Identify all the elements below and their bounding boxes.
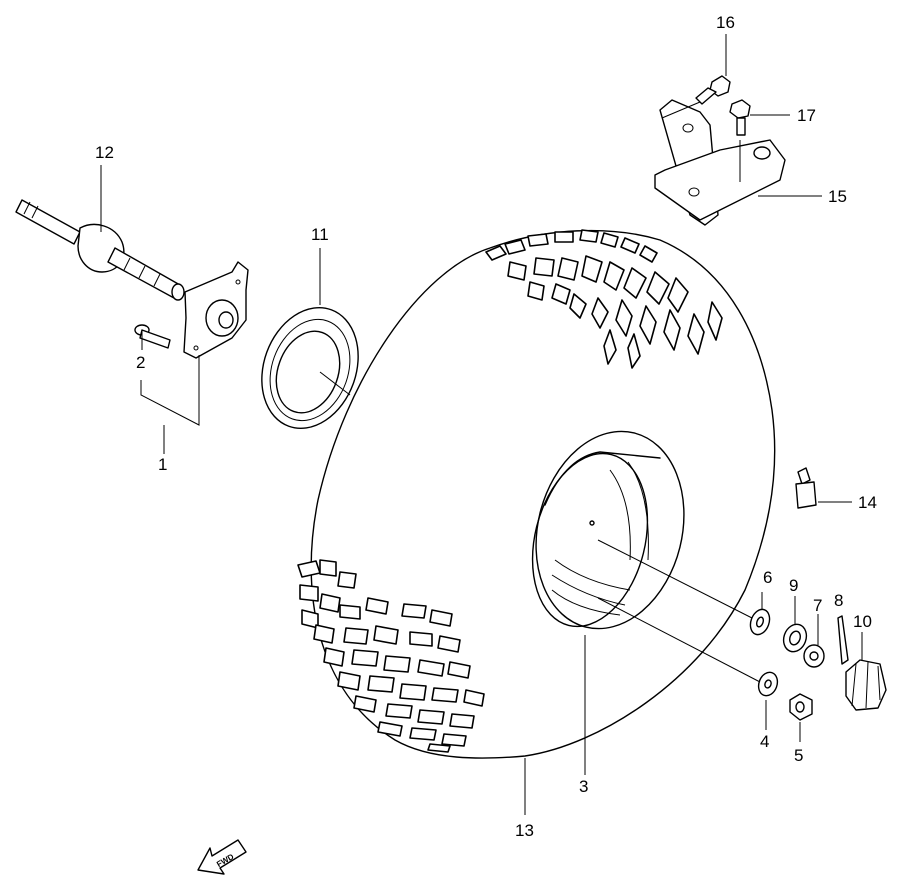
callout-4: 4: [760, 732, 769, 751]
callout-6: 6: [763, 568, 772, 587]
tread-lower: [297, 559, 485, 753]
callout-5: 5: [794, 746, 803, 765]
wheel-rim: [531, 430, 685, 630]
washer-7: [803, 644, 825, 668]
callout-labels: 12 2 1 11 3 13 4 5 6 7 8 9 10 14 15 16 1…: [95, 13, 877, 840]
washer-4: [757, 671, 779, 697]
stud-bolt: [134, 324, 171, 349]
callout-11: 11: [311, 225, 329, 244]
callout-16: 16: [716, 13, 735, 32]
callout-7: 7: [813, 596, 822, 615]
cotter-pin-8: [837, 615, 849, 665]
wheel-hub: [183, 261, 249, 359]
callout-17: 17: [797, 106, 816, 125]
nut-5: [789, 693, 813, 721]
washer-6: [749, 608, 771, 636]
callout-12: 12: [95, 143, 114, 162]
bolt-17: [729, 99, 751, 136]
callout-10: 10: [853, 612, 872, 631]
drive-shaft: [15, 199, 185, 301]
tread-upper: [485, 229, 723, 369]
callout-8: 8: [834, 591, 843, 610]
callout-14: 14: [858, 493, 877, 512]
callout-9: 9: [789, 576, 798, 595]
callout-3: 3: [579, 777, 588, 796]
hub-cap-10: [845, 659, 887, 711]
brake-plate: [261, 306, 359, 430]
bolt-16: [695, 75, 731, 105]
leader-lines: [100, 34, 863, 815]
callout-1: 1: [158, 455, 167, 474]
tire: [297, 229, 776, 759]
tire-valve: [795, 467, 817, 509]
forward-direction-arrow: FWD: [197, 839, 247, 875]
bracket: [654, 99, 786, 226]
callout-15: 15: [828, 187, 847, 206]
callout-2: 2: [136, 353, 145, 372]
callout-13: 13: [515, 821, 534, 840]
nut-9: [782, 623, 808, 653]
